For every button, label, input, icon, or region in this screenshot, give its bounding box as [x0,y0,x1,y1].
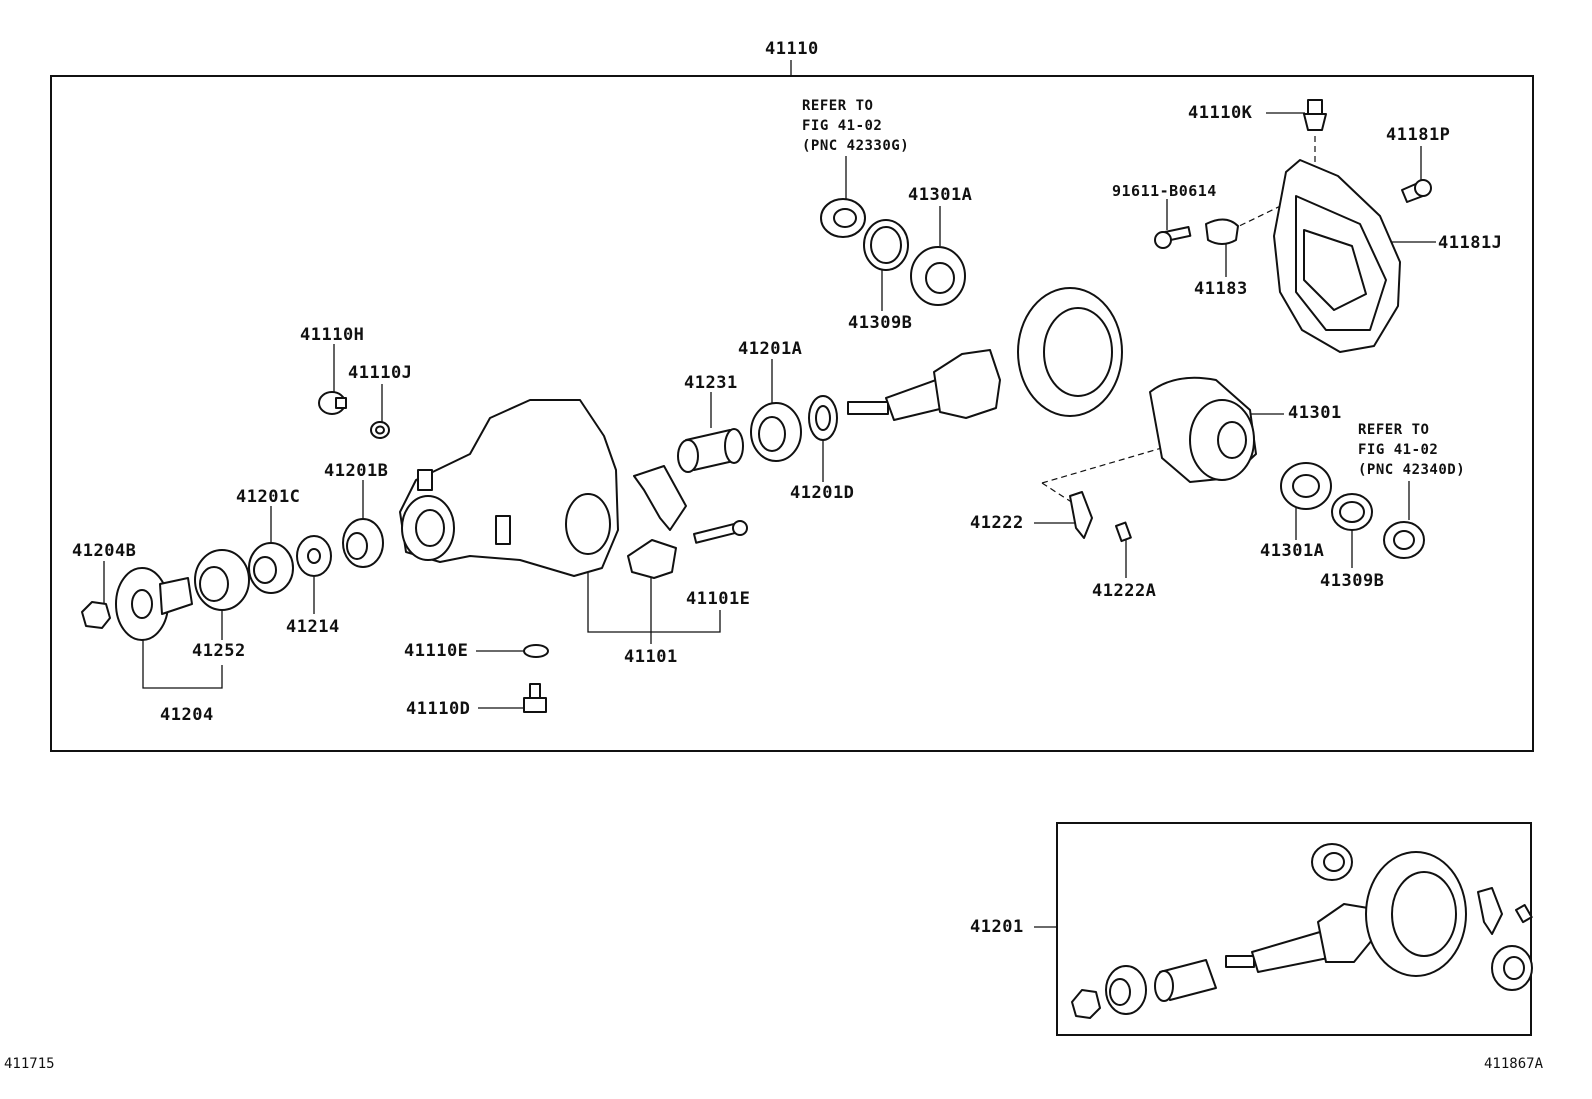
part-label-41252: 41252 [192,641,246,661]
refer-note-line: FIG 41-02 [802,118,883,134]
side-bearing-top-drawing [910,246,966,306]
part-label-41110E: 41110E [404,641,469,661]
breather-plug-drawing [1303,99,1327,131]
part-label-41301A-top: 41301A [908,185,973,205]
thrust-washer-drawing [296,535,332,577]
part-label-41214: 41214 [286,617,340,637]
part-label-41231: 41231 [684,373,738,393]
inset-frame [1056,822,1532,1036]
cover-plate-drawing [1205,218,1239,245]
drive-pinion-drawing [847,349,1001,421]
bearing-washer-drawing [808,395,838,441]
companion-flange-drawing [115,567,193,641]
front-bearing-drawing [750,402,802,462]
oil-seal-drawing [194,549,250,611]
inset-lock-plate-drawing [1477,887,1503,935]
ref-front-bearing-drawing [820,198,866,238]
part-label-41181J: 41181J [1438,233,1503,253]
part-label-41204B: 41204B [72,541,137,561]
part-label-41181P: 41181P [1386,125,1451,145]
cap-bolt-drawing [693,520,748,544]
part-label-41301: 41301 [1288,403,1342,423]
part-label-41110K: 41110K [1188,103,1253,123]
part-label-41101: 41101 [624,647,678,667]
footer-code-left: 411715 [4,1056,55,1072]
lock-plate-drawing [1069,491,1093,539]
part-label-41201A: 41201A [738,339,803,359]
inset-spacer-drawing [1154,959,1217,1002]
part-label-41301A-bottom: 41301A [1260,541,1325,561]
refer-note-front: REFER TO FIG 41-02 (PNC 42330G) [802,96,909,156]
part-label-41201D: 41201D [790,483,855,503]
side-bearing-bottom-drawing [1280,462,1332,510]
ring-gear-drawing [1017,287,1123,417]
part-label-41201C: 41201C [236,487,301,507]
refer-note-line: (PNC 42330G) [802,138,910,154]
part-label-41204: 41204 [160,705,214,725]
inset-assembly-label: 41201 [970,917,1024,937]
refer-note-line: FIG 41-02 [1358,442,1439,458]
drain-gasket-drawing [523,644,549,658]
inset-bearing-top-drawing [1311,843,1353,881]
bearing-cap-drawing [627,465,687,579]
lock-bolt-drawing [1115,521,1132,543]
inset-nut-drawing [1071,989,1101,1019]
differential-case-drawing [1149,376,1257,483]
adjusting-shim-bottom-drawing [1331,493,1373,531]
cover-bolt-drawing [1401,179,1432,203]
part-label-41309B-top: 41309B [848,313,913,333]
filler-plug-drawing [318,391,347,415]
part-label-41110H: 41110H [300,325,365,345]
part-label-91611-B0614: 91611-B0614 [1112,182,1217,200]
main-assembly-frame [50,75,1534,752]
part-label-41110D: 41110D [406,699,471,719]
bearing-spacer-drawing [677,428,744,473]
rear-pinion-bearing-drawing [342,518,384,568]
refer-note-line: (PNC 42340D) [1358,462,1466,478]
ref-rear-bearing-drawing [1383,521,1425,559]
plug-gasket-drawing [370,421,390,439]
refer-note-line: REFER TO [1358,422,1430,438]
leader-lines [103,60,1436,928]
inset-bearing-drawing [1105,965,1147,1015]
part-label-41183: 41183 [1194,279,1248,299]
footer-code-right: 411867A [1484,1056,1544,1072]
flange-nut-drawing [81,601,111,629]
drain-plug-drawing [523,683,547,713]
assembly-label: 41110 [765,39,819,59]
hex-bolt-drawing [1154,226,1192,249]
part-label-41110J: 41110J [348,363,413,383]
part-label-41201B: 41201B [324,461,389,481]
part-label-41222A: 41222A [1092,581,1157,601]
inset-bearing-bottom-drawing [1491,945,1533,991]
adjusting-shim-top-drawing [863,219,909,271]
inset-pinion-drawing [1225,903,1373,973]
inset-lock-bolt-drawing [1514,904,1533,924]
refer-note-rear: REFER TO FIG 41-02 (PNC 42340D) [1358,420,1465,480]
rear-cover-drawing [1273,159,1401,353]
refer-note-line: REFER TO [802,98,874,114]
part-label-41309B-bottom: 41309B [1320,571,1385,591]
pinion-bearing-drawing [248,542,294,594]
inset-ring-gear-drawing [1365,851,1467,977]
carrier-housing-drawing [399,399,619,577]
part-label-41101E: 41101E [686,589,751,609]
part-label-41222: 41222 [970,513,1024,533]
